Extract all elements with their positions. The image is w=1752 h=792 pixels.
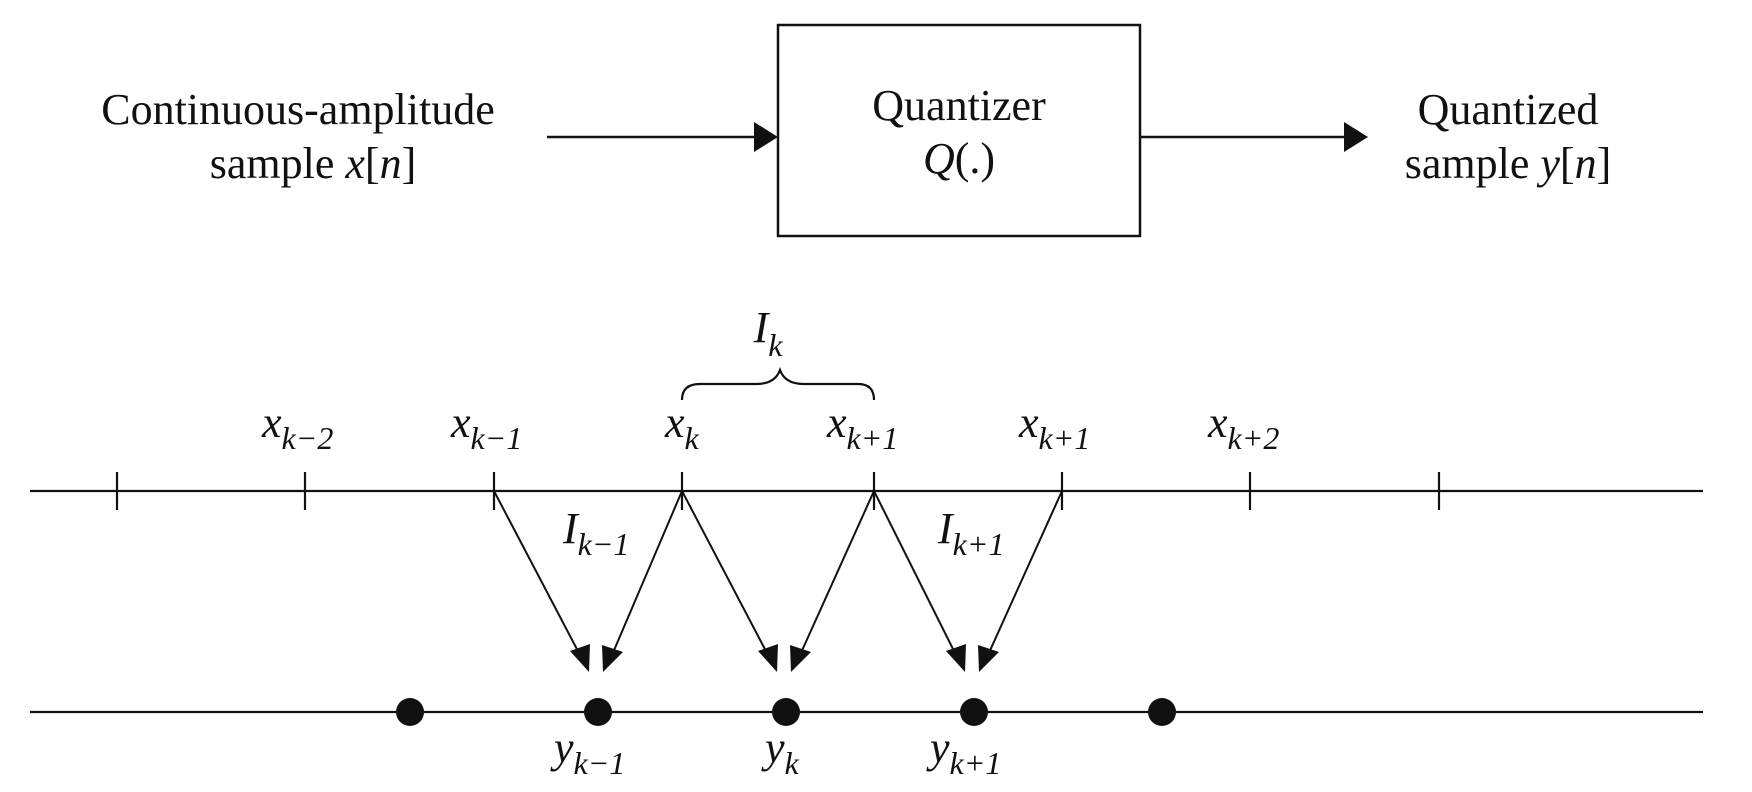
output-label-line2: sample y[n] [1405,139,1611,188]
interval-left-label: Ik−1 [562,504,629,562]
decision-label: xk+2 [1207,398,1279,456]
reconstruction-points [396,698,1176,726]
decision-label: xk−2 [261,398,333,456]
output-label-line1: Quantized [1418,85,1599,134]
decision-label: xk−1 [450,398,522,456]
decision-label: xk [664,398,700,456]
reconstruction-label: yk−1 [550,723,625,781]
quantizer-box [776,23,1142,238]
reconstruction-label: yk [761,723,800,781]
input-label-line2: sample x[n] [210,139,416,188]
reconstruction-dot [960,698,988,726]
reconstruction-dot [584,698,612,726]
decision-label: xk+1 [826,398,898,456]
input-arrow [547,122,778,152]
reconstruction-label: yk+1 [926,723,1001,781]
output-arrow [1140,122,1368,152]
interval-top-label: Ik [753,303,784,363]
quantizer-title: Quantizer [872,81,1046,130]
mapping-arrows [493,490,1063,672]
decision-label: xk+1 [1018,398,1090,456]
input-label-line1: Continuous-amplitude [101,85,495,134]
interval-brace [680,366,876,401]
reconstruction-dot [1148,698,1176,726]
quantizer-function: Q(.) [923,134,995,183]
reconstruction-dot [396,698,424,726]
reconstruction-dot [772,698,800,726]
interval-right-label: Ik+1 [937,504,1004,562]
